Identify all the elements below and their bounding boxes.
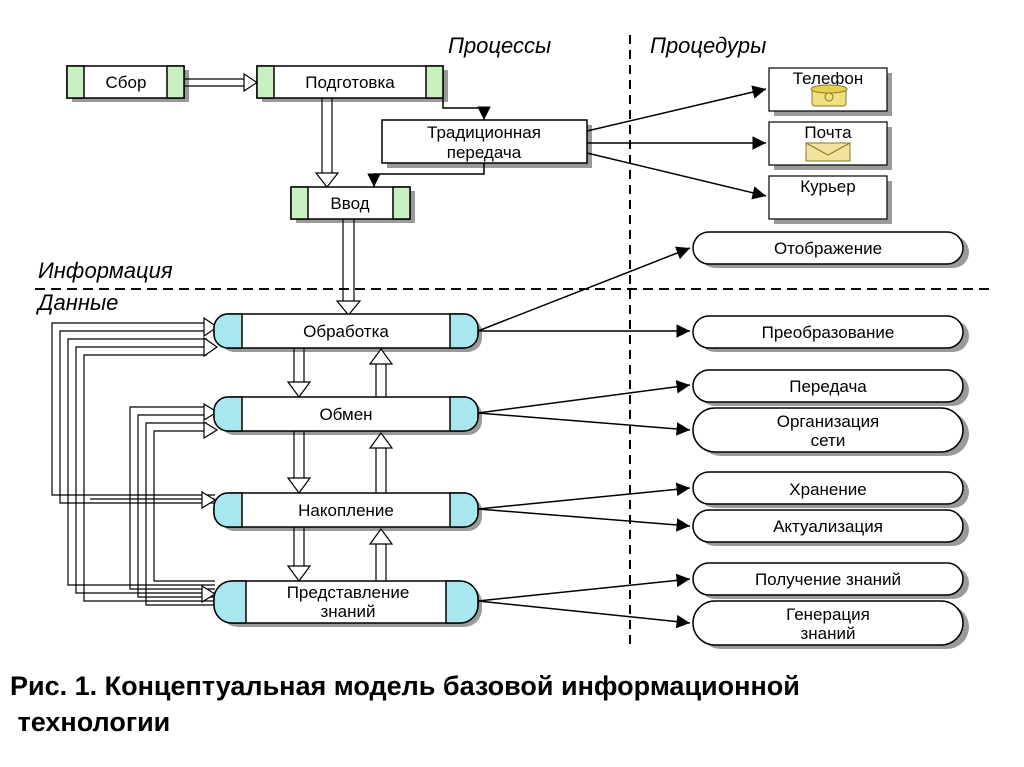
input-to-processing-arrow <box>335 219 362 316</box>
envelope-icon <box>805 142 851 162</box>
transfer-label: Передача <box>789 377 867 396</box>
knowledge-get-label: Получение знаний <box>755 570 901 589</box>
figure-caption: Рис. 1. Концептуальная модель базовой ин… <box>10 668 1020 740</box>
knowledge-gen-label-line1: Генерация <box>786 605 870 624</box>
courier-box: Курьер <box>768 175 892 224</box>
network-label-line1: Организация <box>777 412 880 431</box>
knowledge-get-output: Получение знаний <box>692 562 969 599</box>
input-label: Ввод <box>330 194 369 213</box>
traditional-to-courier-arrow <box>586 152 767 200</box>
prepare-to-traditional-arrow <box>442 98 491 120</box>
transformation-label: Преобразование <box>762 323 895 342</box>
courier-label: Курьер <box>800 177 855 196</box>
mail-label: Почта <box>804 123 852 142</box>
data-header: Данные <box>35 290 118 315</box>
collect-box: Сбор <box>66 65 189 102</box>
display-output: Отображение <box>692 231 969 268</box>
traditional-to-phone-arrow <box>586 85 767 132</box>
caption-line1: Рис. 1. Концептуальная модель базовой ин… <box>10 671 800 701</box>
prepare-box: Подготовка <box>256 65 448 102</box>
mail-box: Почта <box>768 121 892 170</box>
phone-icon <box>810 84 848 107</box>
collect-label: Сбор <box>106 73 147 92</box>
knowledge-label-line1: Представление <box>287 583 410 602</box>
processing-label: Обработка <box>303 322 389 341</box>
feedback-arrowheads <box>201 316 219 604</box>
accumulation-process: Накопление <box>213 492 482 531</box>
exchange-label: Обмен <box>319 405 372 424</box>
prepare-to-input-arrow <box>314 98 340 188</box>
input-box: Ввод <box>290 186 415 223</box>
knowledge-label-line2: знаний <box>320 602 375 621</box>
knowledge-representation-process: Представление знаний <box>213 580 482 627</box>
storage-label: Хранение <box>789 480 866 499</box>
phone-box: Телефон <box>768 67 892 116</box>
network-output: Организация сети <box>692 407 969 456</box>
knowledge-gen-output: Генерация знаний <box>692 600 969 649</box>
information-header: Информация <box>38 258 173 283</box>
knowledge-gen-label-line2: знаний <box>800 624 855 643</box>
network-label-line2: сети <box>811 431 846 450</box>
phone-label: Телефон <box>793 69 864 88</box>
actualization-label: Актуализация <box>773 517 883 536</box>
caption-line2: технологии <box>10 707 171 737</box>
accumulation-label: Накопление <box>298 501 394 520</box>
process-output-arrows <box>477 246 691 629</box>
actualization-output: Актуализация <box>692 509 969 546</box>
traditional-label-line2: передача <box>447 143 522 162</box>
traditional-to-input-arrow <box>367 163 485 187</box>
vertical-process-arrows <box>286 347 394 583</box>
processing-process: Обработка <box>213 313 482 352</box>
traditional-transfer-box: Традиционная передача <box>381 119 592 168</box>
storage-output: Хранение <box>692 471 969 508</box>
exchange-process: Обмен <box>213 396 482 435</box>
display-label: Отображение <box>774 239 882 258</box>
procedures-header: Процедуры <box>650 33 766 58</box>
traditional-label-line1: Традиционная <box>427 123 541 142</box>
transfer-output: Передача <box>692 369 969 406</box>
prepare-label: Подготовка <box>305 73 395 92</box>
processes-header: Процессы <box>448 33 551 58</box>
transformation-output: Преобразование <box>692 315 969 352</box>
collect-to-prepare-arrow <box>184 72 259 93</box>
feedback-lines <box>51 322 215 606</box>
